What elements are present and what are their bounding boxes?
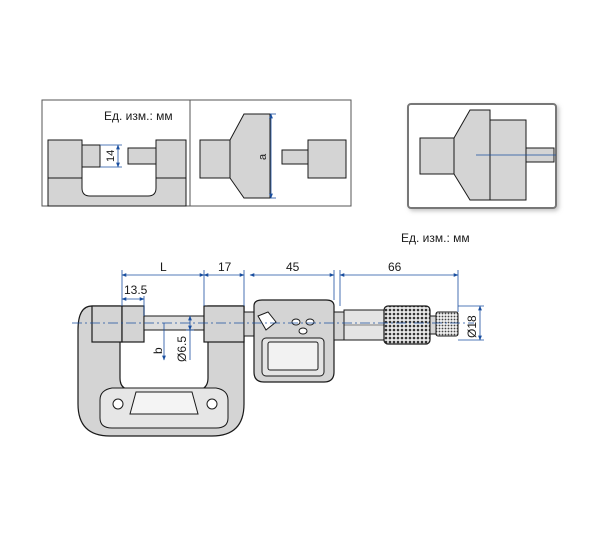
dim-d6-5: Ø6.5 [175,336,189,362]
dimensions-main: L 17 45 66 13.5 b Ø6.5 Ø18 [121,260,484,362]
unit-label-main: Ед. изм.: мм [401,231,470,245]
dim-disc-a: a [257,153,269,160]
detail-frame-left: Ед. изм.: мм 14 a [41,99,352,207]
mini-disc-view: a [199,113,347,199]
dim-45: 45 [286,260,300,274]
dim-66: 66 [388,260,402,274]
dim-L: L [160,260,167,274]
dim-anvil-14: 14 [105,150,117,162]
dim-b: b [151,347,165,354]
detail-frame-right [407,103,557,209]
mini-anvil-view: 14 [47,139,187,207]
dim-13-5: 13.5 [124,283,148,297]
dim-d18: Ø18 [465,315,479,338]
unit-label-detail: Ед. изм.: мм [104,109,173,123]
dim-17: 17 [218,260,232,274]
micrometer-main-view [72,299,474,437]
